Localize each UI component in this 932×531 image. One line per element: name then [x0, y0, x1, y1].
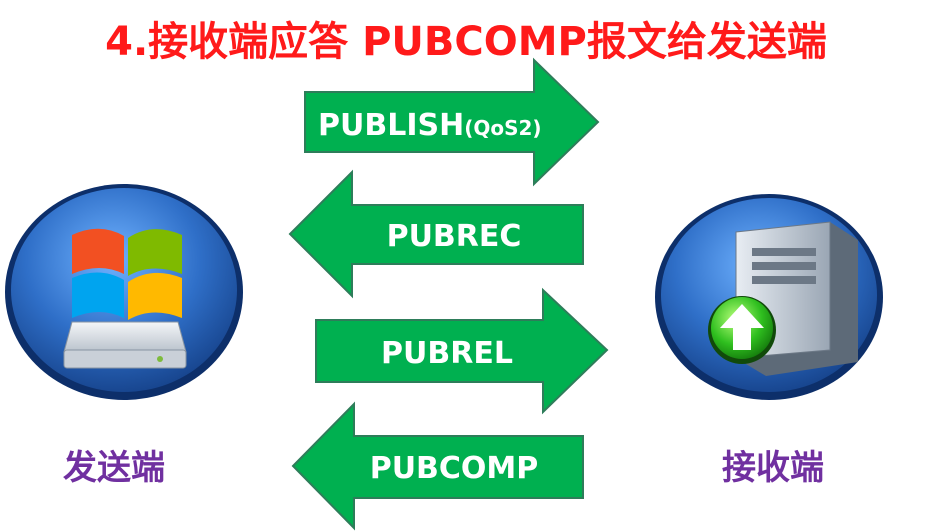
receiver-node: [655, 194, 883, 400]
sender-node: [5, 184, 243, 400]
windows-drive-icon: [63, 228, 187, 369]
arrow-pubrec-label: PUBREC: [387, 219, 522, 254]
receiver-caption: 接收端: [722, 448, 824, 488]
page-title: 4.接收端应答 PUBCOMP报文给发送端: [105, 19, 827, 65]
arrow-pubcomp: PUBCOMP: [291, 401, 584, 531]
arrow-publish: PUBLISH(QoS2): [304, 57, 600, 187]
arrow-pubrel: PUBREL: [315, 287, 609, 415]
server-upload-icon: [708, 221, 858, 376]
arrow-publish-label: PUBLISH(QoS2): [318, 108, 542, 143]
arrow-pubcomp-label: PUBCOMP: [370, 451, 539, 486]
arrow-pubrel-label: PUBREL: [381, 336, 513, 371]
sender-caption: 发送端: [63, 448, 165, 488]
arrow-pubrec: PUBREC: [288, 169, 584, 299]
